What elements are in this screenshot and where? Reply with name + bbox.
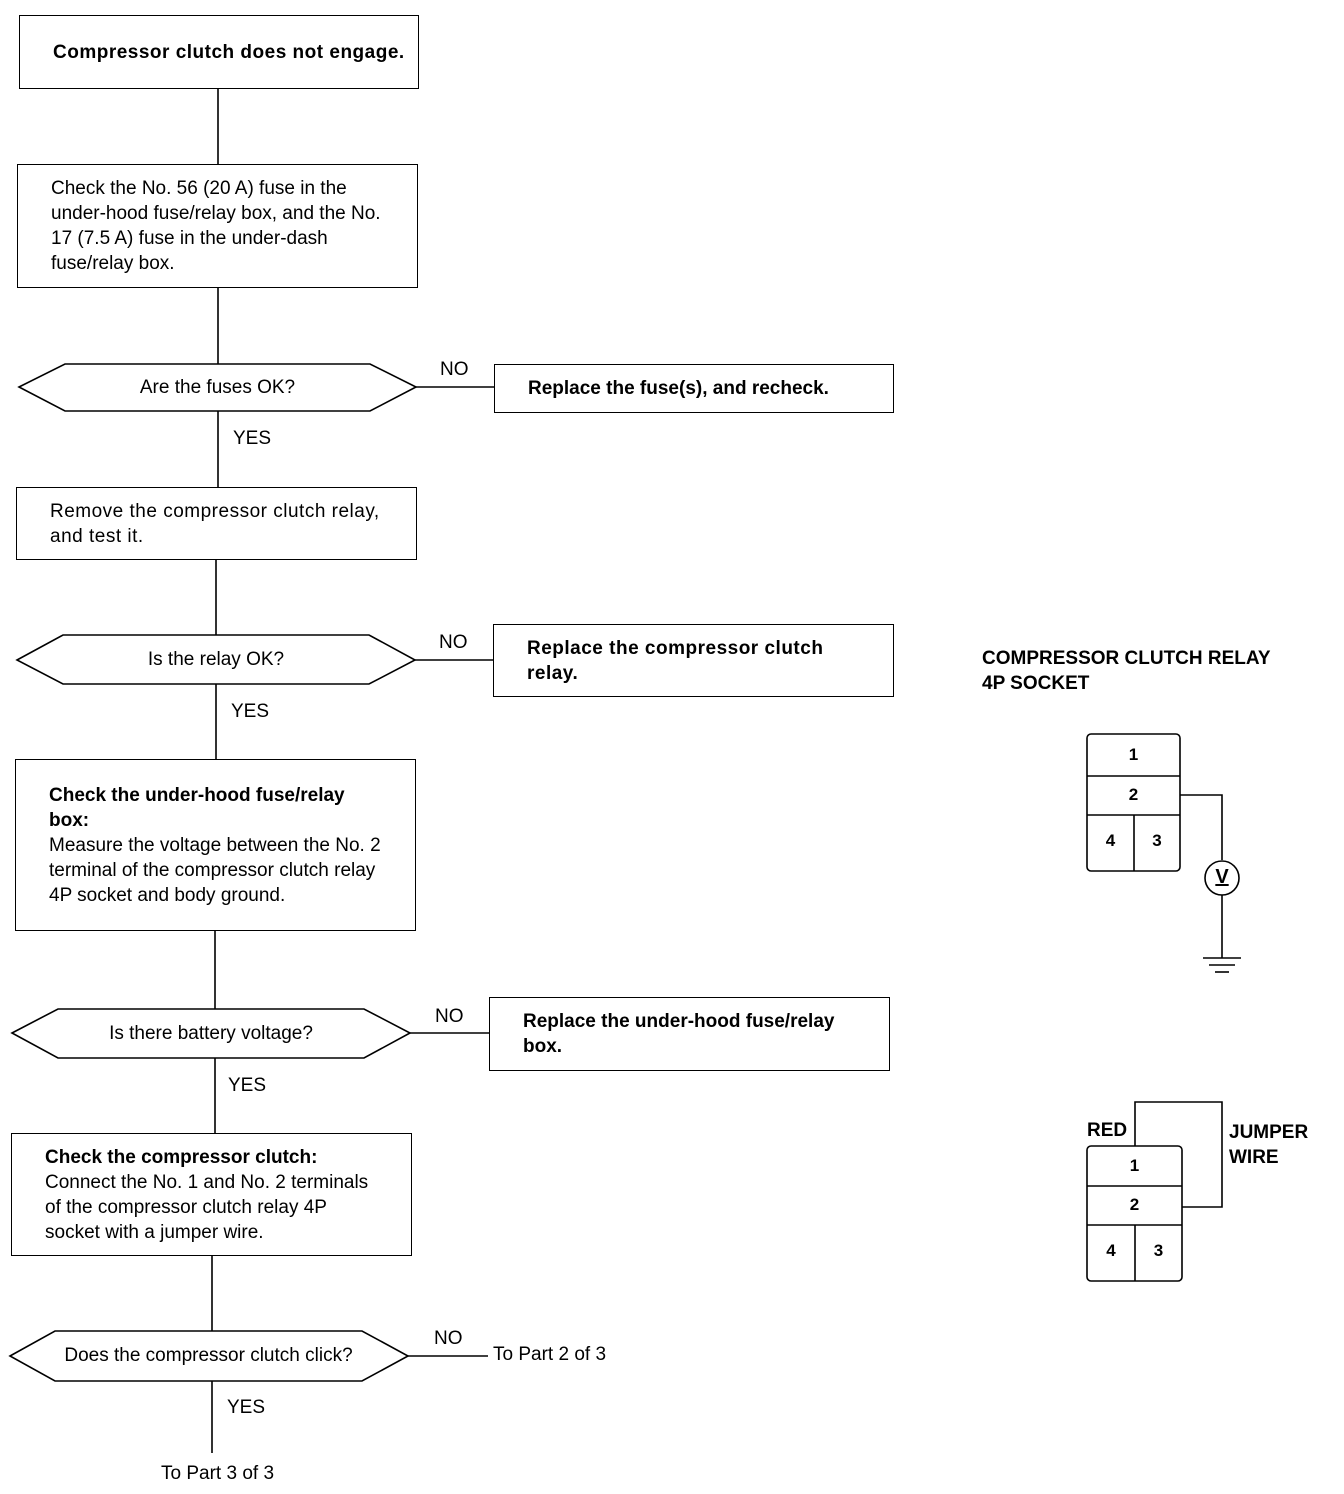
jumper-wire-label: JUMPER WIRE — [1229, 1120, 1308, 1170]
decision-diamond-relay — [15, 634, 417, 685]
check-clutch-text: Connect the No. 1 and No. 2 terminals of… — [45, 1171, 369, 1243]
jumper-wire-label-line1: JUMPER — [1229, 1122, 1309, 1143]
question-voltage: Is there battery voltage? — [109, 1022, 313, 1044]
relay-socket-title: COMPRESSOR CLUTCH RELAY 4P SOCKET — [982, 646, 1271, 696]
check-fuses-box: Check the No. 56 (20 A) fuse in the unde… — [17, 164, 418, 288]
socket2-terminal-3: 3 — [1153, 1241, 1164, 1260]
no-label-4: NO — [434, 1328, 463, 1349]
check-clutch-box: Check the compressor clutch: Connect the… — [11, 1133, 412, 1256]
question-click: Does the compressor clutch click? — [64, 1345, 353, 1366]
decision-diamond-fuses — [17, 363, 418, 412]
socket1-terminal-4: 4 — [1105, 831, 1116, 850]
check-voltage-box: Check the under-hood fuse/relay box: Mea… — [15, 759, 416, 931]
yes-label-4: YES — [227, 1397, 266, 1418]
replace-relay-text: Replace the compressor clutch relay. — [527, 637, 824, 684]
socket1-terminal-2: 2 — [1128, 785, 1139, 804]
decision-diamond-click — [8, 1330, 410, 1382]
replace-fuse-box-box: Replace the under-hood fuse/relay box. — [489, 997, 890, 1071]
question-relay: Is the relay OK? — [147, 648, 285, 670]
red-wire-label: RED — [1087, 1120, 1128, 1141]
to-part-2-label: To Part 2 of 3 — [493, 1344, 607, 1365]
replace-relay-box: Replace the compressor clutch relay. — [493, 624, 894, 697]
start-box: Compressor clutch does not engage. — [19, 15, 419, 89]
socket2-terminal-4: 4 — [1106, 1241, 1116, 1260]
jumper-wire-label-line2: WIRE — [1229, 1147, 1279, 1168]
relay-socket-title-line2: 4P SOCKET — [982, 673, 1090, 694]
test-relay-box: Remove the compressor clutch relay, and … — [16, 487, 417, 560]
no-label-3: NO — [435, 1006, 464, 1027]
yes-label-3: YES — [228, 1075, 267, 1096]
socket2-terminal-2: 2 — [1129, 1195, 1140, 1214]
check-fuses-text: Check the No. 56 (20 A) fuse in the unde… — [51, 178, 381, 274]
relay-socket-title-line1: COMPRESSOR CLUTCH RELAY — [982, 648, 1271, 669]
socket2-terminal-1: 1 — [1129, 1156, 1140, 1175]
decision-diamond-voltage — [10, 1008, 412, 1059]
replace-fuses-text: Replace the fuse(s), and recheck. — [528, 378, 829, 399]
socket1-terminal-3: 3 — [1152, 831, 1162, 850]
to-part-3-label: To Part 3 of 3 — [161, 1463, 275, 1484]
start-text: Compressor clutch does not engage. — [53, 41, 405, 63]
no-label-1: NO — [440, 359, 469, 380]
replace-fuse-box-text: Replace the under-hood fuse/relay box. — [523, 1011, 835, 1057]
yes-label-1: YES — [233, 428, 272, 449]
no-label-2: NO — [439, 632, 468, 653]
check-voltage-title: Check the under-hood fuse/relay box: — [49, 784, 345, 831]
voltmeter-icon: V — [1215, 866, 1229, 888]
socket1-terminal-1: 1 — [1128, 745, 1139, 764]
check-clutch-title: Check the compressor clutch: — [45, 1146, 318, 1168]
test-relay-text: Remove the compressor clutch relay, and … — [50, 500, 380, 547]
yes-label-2: YES — [231, 701, 270, 722]
question-fuses: Are the fuses OK? — [139, 376, 296, 398]
replace-fuses-box: Replace the fuse(s), and recheck. — [494, 364, 894, 413]
check-voltage-text: Measure the voltage between the No. 2 te… — [49, 834, 381, 906]
